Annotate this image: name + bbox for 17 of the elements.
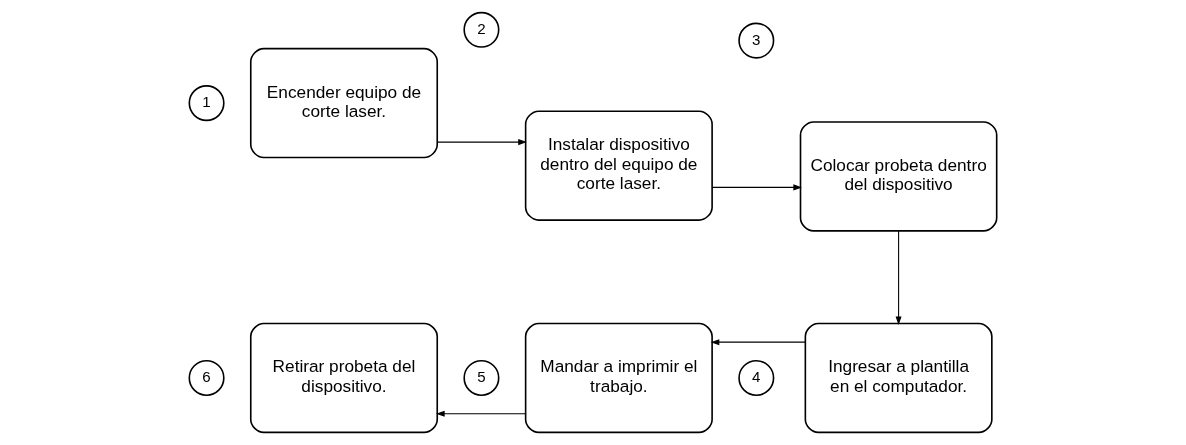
arrow <box>895 230 902 326</box>
arrow <box>710 339 806 346</box>
node-circle: 1 <box>188 85 225 122</box>
node-box: Mandar a imprimir el trabajo. <box>524 322 713 434</box>
node-circle: 3 <box>738 22 775 59</box>
node-box: Encender equipo de corte laser. <box>249 47 439 159</box>
arrow <box>436 410 526 417</box>
node-circle: 4 <box>738 359 775 397</box>
node-circle: 5 <box>463 359 500 397</box>
node-circle: 6 <box>188 359 225 397</box>
node-box: Ingresar a plantilla en el computador. <box>804 322 993 434</box>
node-box: Instalar dispositivo dentro del equipo de corte laser. <box>524 110 713 221</box>
node-box: Retirar probeta del dispositivo. <box>249 322 439 434</box>
node-circle: 2 <box>463 11 500 48</box>
arrow <box>436 139 527 146</box>
arrow <box>711 184 802 191</box>
node-box: Colocar probeta dentro del dispositivo <box>799 121 998 232</box>
